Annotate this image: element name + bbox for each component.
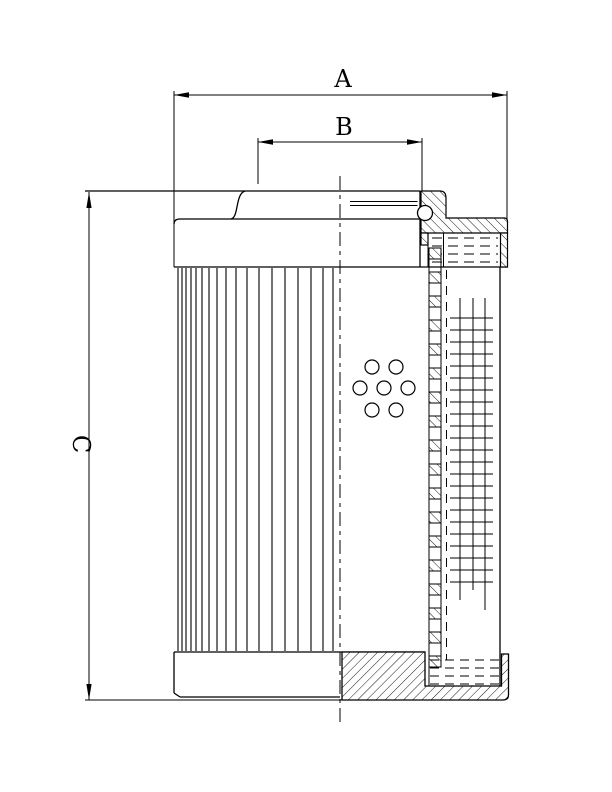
dimension-b-label: B xyxy=(335,113,353,141)
o-ring xyxy=(416,204,434,222)
core-perforation-segment xyxy=(428,319,442,332)
dimension-a-label: A xyxy=(333,65,352,93)
core-perforation-segment xyxy=(428,271,442,284)
core-perforation-segment xyxy=(428,535,442,548)
bottom-end-cap xyxy=(173,651,510,701)
top-flange-body xyxy=(420,190,509,234)
core-perforation-segment xyxy=(428,655,442,668)
dimension-a xyxy=(173,91,508,267)
core-perforation-segment xyxy=(428,439,442,452)
core-perforation-segment xyxy=(428,367,442,380)
arrowhead-right-icon xyxy=(492,92,507,98)
top-cap-step-edge xyxy=(173,218,420,225)
top-end-cap xyxy=(85,190,508,268)
hole xyxy=(364,402,380,418)
thread-section-top xyxy=(432,237,498,263)
hole xyxy=(352,380,368,396)
core-tube-edges xyxy=(428,248,442,667)
core-perforation-segment xyxy=(428,295,442,308)
thread-section-bottom xyxy=(430,659,499,685)
arrowhead-right-icon xyxy=(407,139,422,145)
hole-pattern xyxy=(352,359,416,418)
pleated-media xyxy=(177,268,334,651)
dimension-b xyxy=(257,138,423,191)
hole xyxy=(376,380,392,396)
core-perforation-segment xyxy=(428,583,442,596)
hole xyxy=(388,359,404,375)
core-perforation-segment xyxy=(428,391,442,404)
hole xyxy=(388,402,404,418)
core-tube-section xyxy=(428,247,442,668)
top-cap-fillet xyxy=(230,190,246,220)
core-perforation-segment xyxy=(428,463,442,476)
arrowhead-down-icon xyxy=(86,684,92,700)
bottom-cap-section xyxy=(341,651,510,701)
core-perforation-segment xyxy=(428,247,442,260)
core-perforation-segment xyxy=(428,631,442,644)
hole xyxy=(400,380,416,396)
core-perforation-segment xyxy=(428,343,442,356)
core-perforation-segment xyxy=(428,511,442,524)
core-perforation-segment xyxy=(428,415,442,428)
hole xyxy=(364,359,380,375)
core-perforation-segment xyxy=(428,559,442,572)
top-flange-right-wall xyxy=(499,232,509,268)
core-perforation-segment xyxy=(428,487,442,500)
arrowhead-left-icon xyxy=(258,139,273,145)
arrowhead-up-icon xyxy=(86,192,92,208)
support-mesh xyxy=(450,298,493,610)
top-flange-left-lip xyxy=(420,232,429,246)
dimension-c-label: C xyxy=(67,435,95,453)
bottom-cap-chamfer xyxy=(173,692,181,698)
arrowhead-left-icon xyxy=(174,92,189,98)
dimension-c xyxy=(85,192,350,701)
core-perforation-segment xyxy=(428,607,442,620)
top-flange-section xyxy=(420,190,509,268)
